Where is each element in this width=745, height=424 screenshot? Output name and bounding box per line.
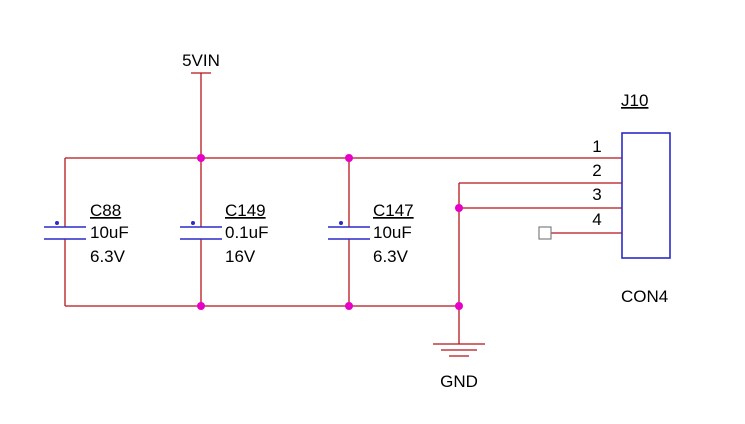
capacitor-c147[interactable] xyxy=(328,221,370,240)
junction-c147-bottom xyxy=(345,302,353,310)
gnd-net-label: GND xyxy=(440,372,478,391)
c147-voltage: 6.3V xyxy=(373,247,409,266)
ground-symbol xyxy=(433,343,485,357)
junction-pin3 xyxy=(455,204,463,212)
vin-net-label: 5VIN xyxy=(182,51,220,70)
capacitor-c149[interactable] xyxy=(180,221,222,240)
j10-pin-4-number: 4 xyxy=(592,210,601,229)
j10-value: CON4 xyxy=(621,287,668,306)
wires xyxy=(64,73,622,344)
c149-value: 0.1uF xyxy=(225,223,268,242)
capacitor-c88[interactable] xyxy=(44,221,86,240)
junction-dots xyxy=(197,154,463,310)
junction-vin xyxy=(197,154,205,162)
c147-value: 10uF xyxy=(373,223,412,242)
c88-voltage: 6.3V xyxy=(90,247,126,266)
c88-value: 10uF xyxy=(90,223,129,242)
junction-c149-bottom xyxy=(197,302,205,310)
j10-pin-1-number: 1 xyxy=(592,137,601,156)
c147-designator: C147 xyxy=(373,201,414,220)
junction-gnd-rail xyxy=(455,302,463,310)
j10-pin-2-number: 2 xyxy=(592,161,601,180)
c149-voltage: 16V xyxy=(225,247,256,266)
junction-c147-top xyxy=(345,154,353,162)
c149-designator: C149 xyxy=(225,201,266,220)
j10-pin-3-number: 3 xyxy=(592,185,601,204)
c88-designator: C88 xyxy=(90,201,121,220)
no-connect-marker xyxy=(538,226,552,240)
j10-designator: J10 xyxy=(621,91,648,110)
connector-j10-body[interactable] xyxy=(621,132,671,259)
